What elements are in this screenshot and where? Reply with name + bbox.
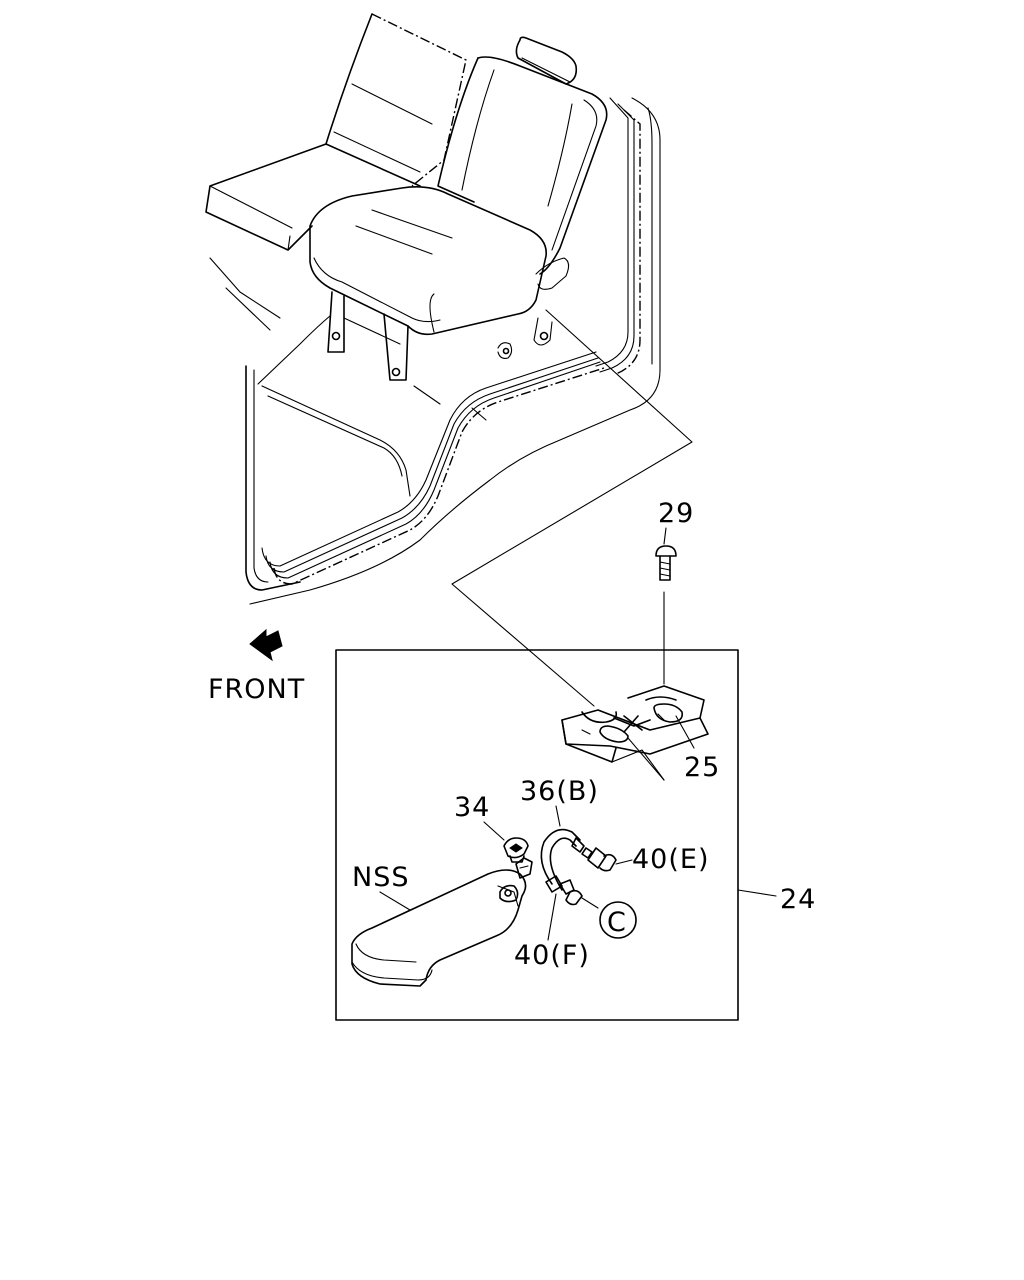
bracket-25: 25 xyxy=(561,685,720,783)
connector-40e: 40(E) xyxy=(587,844,709,875)
floor-sill xyxy=(209,257,605,591)
vehicle-interior-drawing xyxy=(205,13,693,707)
front-arrow-icon xyxy=(249,628,283,662)
front-indicator: FRONT xyxy=(208,628,305,705)
callout-c-circle xyxy=(599,901,637,939)
seat-mounts xyxy=(327,291,553,381)
detail-frame: 24 xyxy=(335,649,816,1021)
part-34-label: 34 xyxy=(454,792,490,823)
part-40e-label: 40(E) xyxy=(632,844,709,875)
part-36b-label: 36(B) xyxy=(520,776,599,807)
part-24-label: 24 xyxy=(780,884,816,915)
clip-34: 34 xyxy=(454,792,529,863)
front-label: FRONT xyxy=(208,674,305,705)
part-29-label: 29 xyxy=(658,498,694,529)
part-nss-label: NSS xyxy=(352,862,409,893)
door-opening-frame xyxy=(249,97,661,605)
seat-to-bracket-leader xyxy=(451,309,693,707)
part-25-label: 25 xyxy=(684,752,720,783)
part-40f-label: 40(F) xyxy=(514,940,590,971)
bolt-29: 29 xyxy=(655,498,694,685)
callout-c-label: C xyxy=(607,907,627,938)
rear-seat xyxy=(205,13,467,251)
front-seat-cushion xyxy=(309,186,570,336)
front-seat-back xyxy=(437,56,608,275)
connector-40f: 40(F) C xyxy=(514,875,637,971)
armrest-nss: NSS xyxy=(351,857,533,987)
hose-36b: 36(B) xyxy=(520,776,599,891)
headrest xyxy=(515,36,578,85)
